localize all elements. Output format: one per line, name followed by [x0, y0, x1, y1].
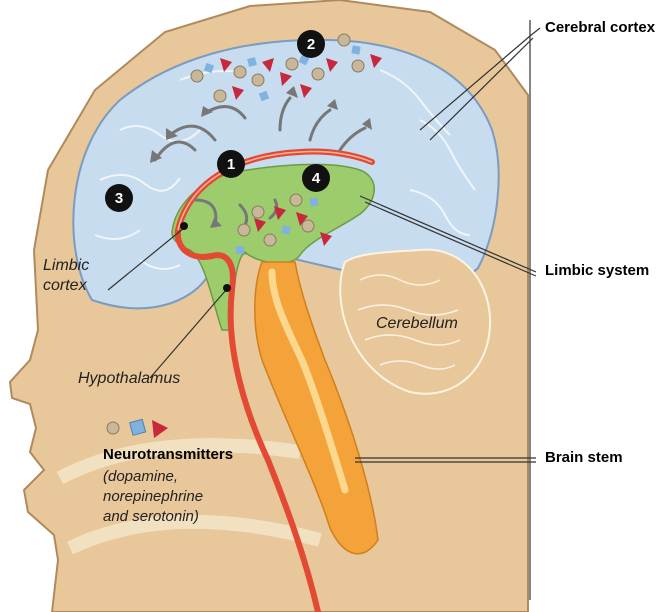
svg-text:2: 2: [307, 36, 315, 53]
marker-1: 1: [217, 150, 245, 178]
label-cerebellum: Cerebellum: [376, 315, 458, 333]
legend-title: Neurotransmitters: [103, 446, 233, 463]
legend-line3: and serotonin): [103, 507, 203, 527]
marker-3: 3: [105, 184, 133, 212]
legend-line1: (dopamine,: [103, 467, 203, 487]
limbic-cortex-dot: [180, 222, 188, 230]
svg-text:4: 4: [312, 170, 321, 187]
marker-4: 4: [302, 164, 330, 192]
svg-text:3: 3: [115, 190, 123, 207]
legend-line2: norepinephrine: [103, 487, 203, 507]
label-limbic-cortex-line2: cortex: [43, 276, 89, 296]
label-limbic-cortex: Limbic cortex: [43, 256, 89, 296]
label-brain-stem: Brain stem: [545, 449, 623, 466]
legend-description: (dopamine, norepinephrine and serotonin): [103, 467, 203, 527]
label-cerebral-cortex: Cerebral cortex: [545, 19, 655, 36]
marker-2: 2: [297, 30, 325, 58]
label-limbic-cortex-line1: Limbic: [43, 256, 89, 276]
hypothalamus-dot: [223, 284, 231, 292]
svg-text:1: 1: [227, 156, 235, 173]
label-hypothalamus: Hypothalamus: [78, 370, 180, 388]
label-limbic-system: Limbic system: [545, 262, 649, 279]
